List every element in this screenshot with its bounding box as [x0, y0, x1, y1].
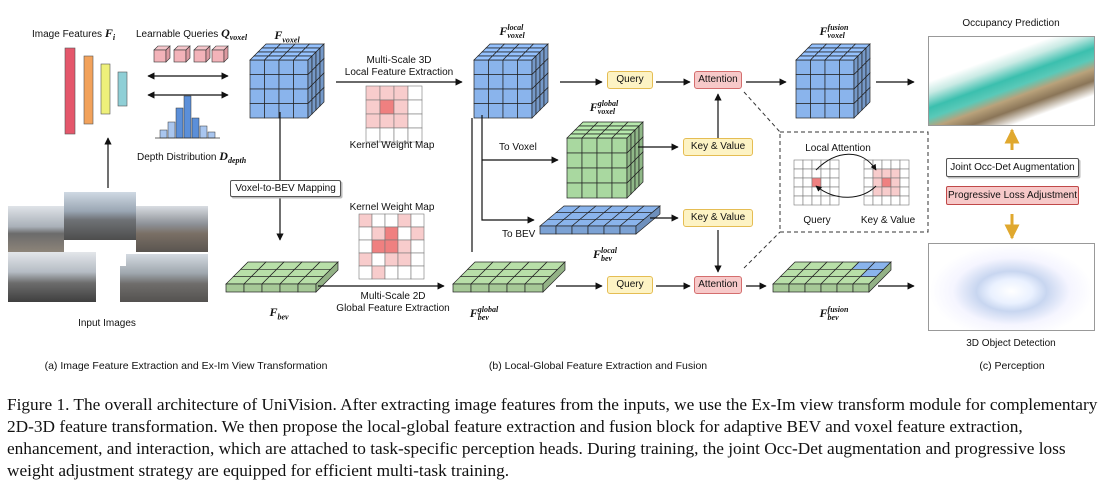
f-voxel-fusion-cube [795, 43, 871, 119]
depth-bin-2 [167, 121, 176, 139]
local-attention-label: Local Attention [805, 143, 871, 154]
zoom-line-bottom [743, 231, 781, 269]
f-voxel-global-cube [566, 121, 644, 199]
to-bev-label: To BEV [502, 229, 536, 240]
ms2d-label-line1: Multi-Scale 2D [360, 291, 426, 302]
f-bev-label: Fbev [269, 305, 289, 322]
kernel-weight-map-top [365, 85, 423, 143]
depth-bin-4 [183, 95, 192, 139]
section-a-caption: (a) Image Feature Extraction and Ex-Im V… [44, 360, 328, 372]
joint-augmentation-box: Joint Occ-Det Augmentation [946, 158, 1079, 177]
to-voxel-label: To Voxel [499, 142, 537, 153]
local-attention-link-top [815, 153, 877, 171]
progressive-loss-box: Progressive Loss Adjustment [946, 186, 1079, 205]
depth-bin-5 [191, 117, 200, 139]
image-features-label: Image Features Fi [32, 26, 116, 42]
local-attention-query-label: Query [803, 215, 831, 226]
kernel-weight-map-bottom [358, 213, 425, 280]
key-value-box-top: Key & Value [683, 138, 753, 156]
depth-bin-7 [207, 131, 216, 139]
ms3d-label-line1: Multi-Scale 3D [366, 55, 432, 66]
ms2d-label-line2: Global Feature Extraction [336, 303, 450, 314]
depth-bin-3 [175, 107, 184, 139]
zoom-line-top [743, 91, 781, 133]
depth-bin-6 [199, 125, 208, 139]
key-value-box-bottom: Key & Value [683, 209, 753, 227]
attention-box-bottom: Attention [694, 276, 742, 294]
f-bev-global-slab [452, 261, 566, 293]
feature-bar-4 [117, 71, 128, 107]
camera-image-front-right [136, 206, 208, 252]
feature-bar-3 [100, 63, 111, 115]
section-b-caption: (b) Local-Global Feature Extraction and … [488, 360, 708, 372]
occupancy-prediction-label: Occupancy Prediction [962, 18, 1060, 29]
local-attention-query-grid [793, 159, 840, 206]
learnable-query-cube-3 [193, 45, 211, 63]
depth-distribution-label: Depth Distribution Ddepth [137, 149, 247, 165]
ms3d-label-line2: Local Feature Extraction [344, 67, 454, 78]
local-attention-frame [779, 131, 929, 233]
input-images-label: Input Images [78, 318, 136, 329]
f-voxel-local-cube [473, 43, 549, 119]
feature-bar-2 [83, 55, 94, 125]
diagram-canvas [64, 43, 1020, 293]
f-bev-fusion-slab [772, 261, 892, 293]
voxel-to-bev-mapping-box: Voxel-to-BEV Mapping [230, 180, 341, 197]
figure-caption: Figure 1. The overall architecture of Un… [7, 395, 1098, 480]
depth-bin-1 [159, 129, 168, 139]
kernel-weight-map-top-label: Kernel Weight Map [349, 140, 435, 151]
f-voxel-cube [249, 43, 325, 119]
image-feature-pyramid [64, 47, 128, 135]
learnable-query-cube-1 [153, 45, 171, 63]
query-box-top: Query [607, 71, 653, 89]
camera-image-front [64, 192, 136, 240]
f-voxel-label: Fvoxel [274, 28, 300, 45]
section-c-caption: (c) Perception [979, 360, 1045, 372]
attention-box-top: Attention [694, 71, 742, 89]
local-attention-key-value-label: Key & Value [860, 215, 916, 226]
object-detection-label: 3D Object Detection [966, 338, 1056, 349]
learnable-query-cube-4 [211, 45, 229, 63]
image-gap [96, 240, 126, 266]
input-images-collage [8, 192, 208, 302]
query-box-bottom: Query [607, 276, 653, 294]
camera-image-back-left [8, 252, 96, 302]
f-bev-local-slab [539, 205, 661, 235]
camera-image-front-left [8, 206, 64, 252]
f-bev-slab [225, 261, 339, 293]
learnable-query-cube-2 [173, 45, 191, 63]
architecture-diagram: Image Features Fi Learnable Queries Qvox… [8, 18, 1095, 372]
local-attention-kv-grid [863, 159, 910, 206]
arrow-to-bev-branch [481, 115, 535, 224]
feature-bar-1 [64, 47, 76, 135]
object-detection-image [928, 243, 1095, 331]
occupancy-prediction-image [928, 36, 1095, 126]
local-attention-link-bottom [815, 185, 877, 198]
kernel-weight-map-bottom-label: Kernel Weight Map [349, 202, 435, 213]
camera-image-back [120, 254, 208, 302]
learnable-queries-label: Learnable Queries Qvoxel [136, 26, 248, 42]
